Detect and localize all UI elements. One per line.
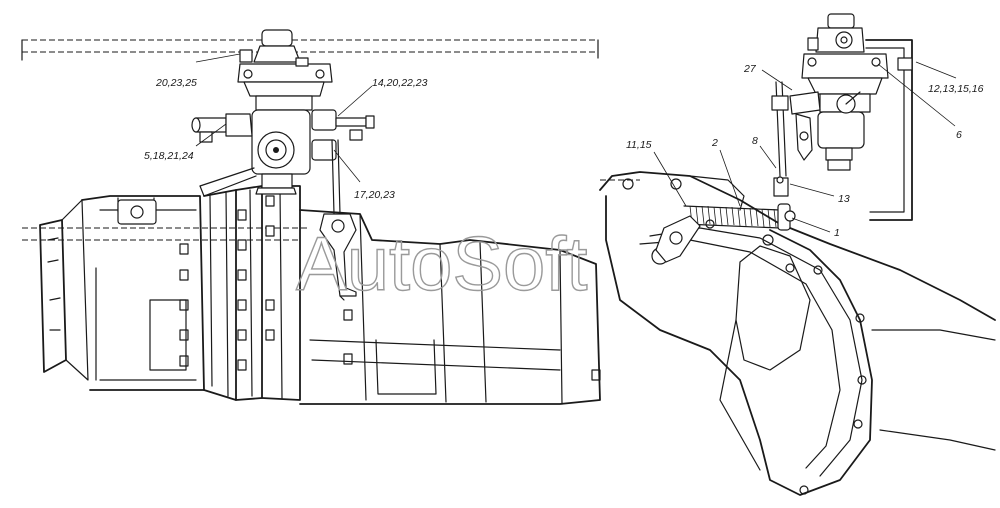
callout-13: 13 xyxy=(838,193,850,205)
callout-1: 1 xyxy=(834,227,840,239)
callout-27: 27 xyxy=(743,63,757,75)
callout-14-20-22-23: 14,20,22,23 xyxy=(372,77,428,89)
valve-assembly-right xyxy=(771,13,913,221)
callout-labels: 20,23,25 14,20,22,23 5,18,21,24 17,20,23… xyxy=(144,63,984,239)
frame-rail xyxy=(21,39,640,241)
callout-12-13-15-16: 12,13,15,16 xyxy=(928,83,984,95)
clutch-housing xyxy=(599,171,996,496)
callout-8: 8 xyxy=(752,135,758,147)
callout-11-15: 11,15 xyxy=(626,139,652,151)
watermark-text: AutoSoft xyxy=(296,222,588,307)
leader-lines xyxy=(195,53,957,233)
return-spring xyxy=(655,203,796,263)
shift-rod-left xyxy=(319,139,357,301)
callout-5-18-21-24: 5,18,21,24 xyxy=(144,150,194,162)
valve-assembly-left xyxy=(191,29,375,197)
housing-bolts xyxy=(179,195,601,381)
callout-6: 6 xyxy=(956,129,962,141)
callout-17-20-23: 17,20,23 xyxy=(354,189,395,201)
callout-20-23-25: 20,23,25 xyxy=(155,77,197,89)
callout-2: 2 xyxy=(711,137,718,149)
gearbox-housing xyxy=(39,185,601,405)
